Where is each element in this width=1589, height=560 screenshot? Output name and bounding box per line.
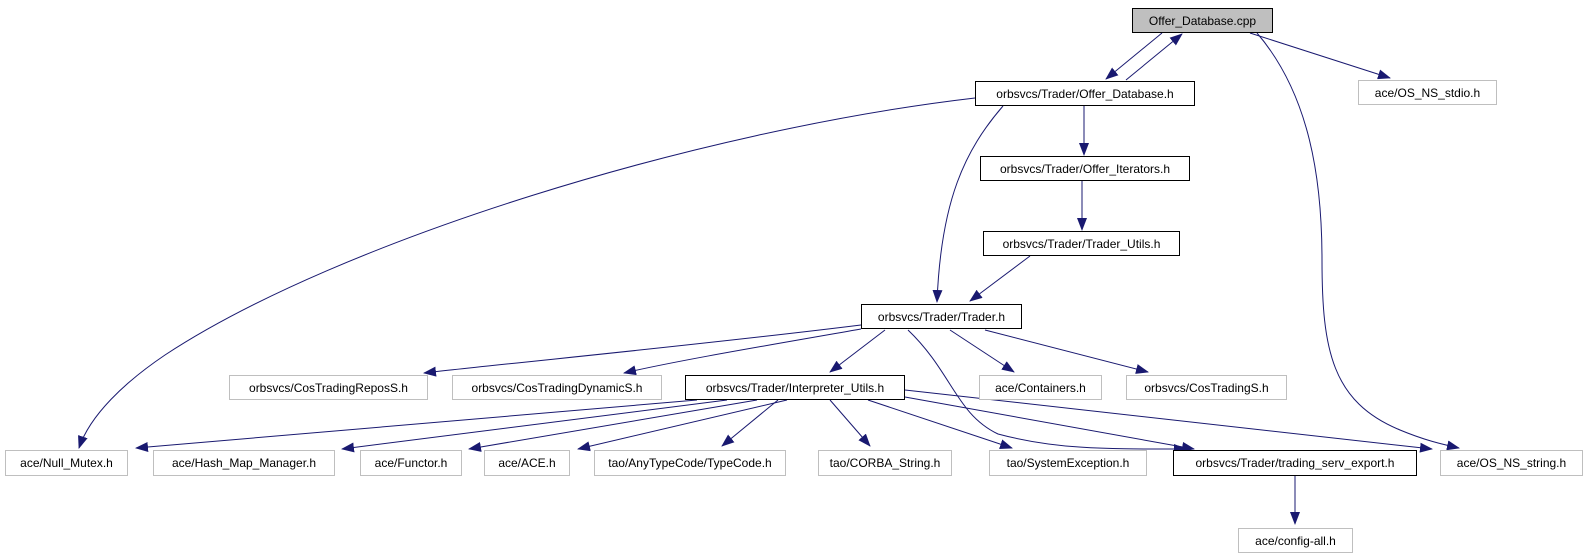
node-label: orbsvcs/CosTradingS.h — [1144, 380, 1269, 395]
edge-trader-dynamics — [623, 328, 862, 376]
node-iter[interactable]: orbsvcs/Trader/Offer_Iterators.h — [980, 156, 1190, 181]
node-label: ace/Functor.h — [374, 456, 448, 470]
edge-trader-containers — [949, 329, 1015, 373]
node-costradings: orbsvcs/CosTradingS.h — [1126, 375, 1287, 400]
node-tse[interactable]: orbsvcs/Trader/trading_serv_export.h — [1173, 450, 1417, 476]
node-stdio: ace/OS_NS_stdio.h — [1358, 80, 1497, 105]
node-label: tao/AnyTypeCode/TypeCode.h — [608, 456, 772, 470]
edge-interp-tse — [904, 396, 1195, 452]
node-label: ace/Containers.h — [995, 380, 1086, 395]
node-label: orbsvcs/Trader/Trader_Utils.h — [1002, 236, 1161, 251]
node-label: tao/SystemException.h — [1006, 456, 1130, 470]
node-label: orbsvcs/CosTradingDynamicS.h — [471, 380, 643, 395]
edge-trader-tse — [907, 329, 1187, 455]
node-label: orbsvcs/Trader/Offer_Database.h — [996, 86, 1174, 101]
node-containers: ace/Containers.h — [979, 375, 1102, 400]
edge-cpp-stdio — [1249, 32, 1391, 80]
edge-interp-hashmap — [341, 399, 728, 453]
node-interp[interactable]: orbsvcs/Trader/Interpreter_Utils.h — [685, 375, 905, 400]
node-reposs: orbsvcs/CosTradingReposS.h — [229, 375, 428, 400]
edge-interp-ace — [577, 399, 788, 452]
edge-odh-cpp — [1125, 33, 1183, 81]
node-typecode: tao/AnyTypeCode/TypeCode.h — [594, 450, 786, 476]
node-label: ace/Hash_Map_Manager.h — [171, 456, 317, 470]
edge-odh-trader — [932, 105, 1004, 303]
node-cpp: Offer_Database.cpp — [1132, 8, 1273, 33]
node-label: orbsvcs/CosTradingReposS.h — [249, 380, 408, 395]
node-label: ace/Null_Mutex.h — [20, 456, 113, 470]
node-label: Offer_Database.cpp — [1148, 13, 1257, 28]
edge-interp-nullmutex — [135, 399, 698, 452]
edge-cpp-odh — [1105, 32, 1163, 80]
node-label: orbsvcs/Trader/Trader.h — [877, 309, 1006, 324]
edge-cpp-osnsstring — [1256, 32, 1460, 451]
node-hashmap: ace/Hash_Map_Manager.h — [153, 450, 335, 476]
edge-interp-functor — [468, 399, 758, 452]
node-label: ace/config-all.h — [1255, 533, 1336, 548]
edge-trader-costradings — [984, 329, 1149, 374]
node-sysexc: tao/SystemException.h — [989, 450, 1147, 476]
edge-interp-typecode — [721, 399, 779, 447]
node-osnsstring: ace/OS_NS_string.h — [1440, 450, 1583, 476]
edge-trader-interp — [829, 329, 886, 373]
edge-odh-nullmutex — [78, 97, 976, 449]
node-label: orbsvcs/Trader/Interpreter_Utils.h — [705, 380, 885, 395]
node-tutils[interactable]: orbsvcs/Trader/Trader_Utils.h — [983, 231, 1180, 256]
node-functor: ace/Functor.h — [360, 450, 462, 476]
node-label: ace/OS_NS_stdio.h — [1374, 85, 1481, 100]
node-label: ace/ACE.h — [498, 456, 556, 470]
node-ace: ace/ACE.h — [484, 450, 570, 476]
node-nullmutex: ace/Null_Mutex.h — [5, 450, 128, 476]
node-odh[interactable]: orbsvcs/Trader/Offer_Database.h — [975, 81, 1195, 106]
edge-interp-sysexc — [867, 399, 1013, 449]
node-label: orbsvcs/Trader/Offer_Iterators.h — [999, 161, 1171, 176]
node-configall: ace/config-all.h — [1238, 528, 1353, 553]
node-label: ace/OS_NS_string.h — [1456, 456, 1567, 470]
node-label: tao/CORBA_String.h — [829, 456, 941, 470]
node-corbastring: tao/CORBA_String.h — [818, 450, 952, 476]
edge-trader-reposs — [423, 324, 862, 377]
node-dynamics: orbsvcs/CosTradingDynamicS.h — [452, 375, 662, 400]
edge-tutils-trader — [969, 255, 1031, 302]
node-label: orbsvcs/Trader/trading_serv_export.h — [1195, 456, 1395, 470]
edge-interp-corbastring — [829, 399, 871, 447]
node-trader[interactable]: orbsvcs/Trader/Trader.h — [861, 304, 1022, 329]
